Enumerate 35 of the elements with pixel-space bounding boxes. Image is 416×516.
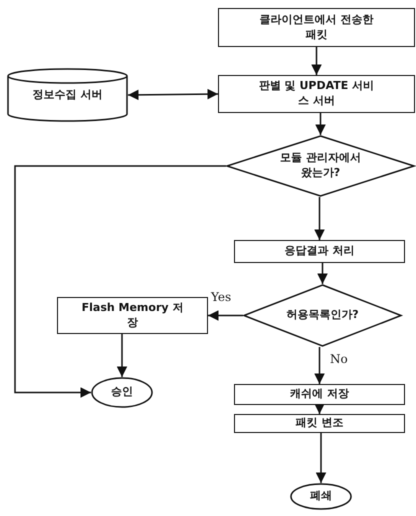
node-label: Flash Memory 저장	[80, 300, 184, 330]
arrow	[311, 47, 322, 75]
decision-diamond	[226, 135, 415, 197]
arrow	[208, 310, 243, 321]
node-label: 허용목록인가?	[286, 308, 359, 323]
edge-label: No	[329, 352, 349, 366]
node-label: 모듈 관리자에서 왔는가?	[279, 151, 362, 181]
node-label: 클라이언트에서 전송한 패킷	[258, 12, 374, 42]
arrow	[317, 263, 328, 284]
node-label: 응답결과 처리	[284, 244, 354, 259]
arrow	[314, 347, 325, 384]
arrow	[315, 113, 326, 135]
arrow	[14, 165, 226, 398]
process-box	[57, 297, 208, 334]
terminal-ellipse	[290, 483, 352, 510]
node-label: 캐쉬에 저장	[290, 387, 349, 402]
process-box	[234, 414, 405, 433]
arrow	[314, 197, 325, 240]
arrow	[128, 88, 218, 100]
process-box	[218, 75, 415, 113]
process-box	[234, 240, 405, 263]
process-box	[234, 384, 405, 405]
decision-diamond	[243, 284, 402, 347]
node-label: 승인	[111, 385, 133, 400]
node-label: 정보수집 서버	[32, 88, 102, 102]
terminal-ellipse	[91, 377, 153, 408]
node-label: 패킷 변조	[296, 416, 344, 431]
process-box	[218, 8, 415, 47]
arrow	[314, 404, 325, 414]
edge-label: Yes	[210, 290, 232, 304]
node-label: 판별 및 UPDATE 서비스 서버	[258, 79, 376, 109]
database-cylinder	[7, 68, 128, 122]
arrow	[116, 334, 128, 377]
arrow	[316, 433, 326, 483]
node-label: 폐쇄	[310, 489, 332, 504]
